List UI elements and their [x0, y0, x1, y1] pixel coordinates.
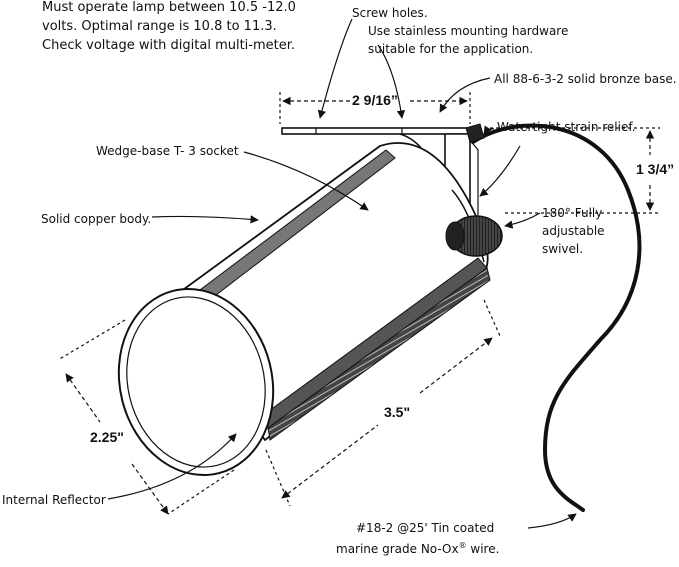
diameter-label: 2.25": [90, 429, 124, 445]
wire-note-line-2: marine grade No-Ox® wire.: [336, 537, 499, 558]
length-label: 3.5": [384, 404, 411, 420]
screw-holes-line-3: suitable for the application.: [368, 42, 534, 56]
screw-holes-line-1: Screw holes.: [352, 6, 428, 20]
swivel-note-line-1: 180° Fully: [542, 206, 603, 220]
swivel-note-line-2: adjustable: [542, 224, 605, 238]
voltage-note-line-1: Must operate lamp between 10.5 -12.0: [42, 0, 296, 15]
wire-note: #18-2 @25' Tin coated marine grade No-Ox…: [336, 519, 499, 558]
reflector-note: Internal Reflector: [2, 493, 106, 507]
lamp-body: [117, 142, 491, 477]
voltage-note-line-3: Check voltage with digital multi-meter.: [42, 38, 296, 53]
bracket-height-label: 1 3/4”: [636, 161, 675, 177]
voltage-note-line-2: volts. Optimal range is 10.8 to 11.3.: [42, 19, 277, 34]
bronze-base-note: All 88-6-3-2 solid bronze base.: [494, 72, 677, 86]
registered-mark: ®: [458, 541, 467, 550]
wire-note-text: marine grade No-Ox: [336, 542, 459, 556]
screw-holes-note: Screw holes. Use stainless mounting hard…: [352, 4, 568, 58]
strain-relief-note: Watertight strain relief.: [497, 120, 636, 134]
copper-body-note: Solid copper body.: [41, 212, 152, 226]
strain-relief: [465, 123, 485, 143]
swivel-note: 180° Fully adjustable swivel.: [542, 204, 605, 258]
power-cord: [471, 123, 642, 512]
screw-holes-line-2: Use stainless mounting hardware: [368, 24, 569, 38]
socket-note: Wedge-base T- 3 socket: [96, 144, 239, 158]
bracket-width-label: 2 9/16”: [352, 92, 398, 108]
leader-lines: [107, 18, 577, 529]
voltage-note: Must operate lamp between 10.5 -12.0 vol…: [42, 0, 296, 55]
wire-note-suffix: wire.: [466, 542, 500, 556]
swivel-knob: [445, 215, 503, 257]
wire-note-line-1: #18-2 @25' Tin coated: [356, 521, 495, 535]
swivel-note-line-3: swivel.: [542, 242, 584, 256]
